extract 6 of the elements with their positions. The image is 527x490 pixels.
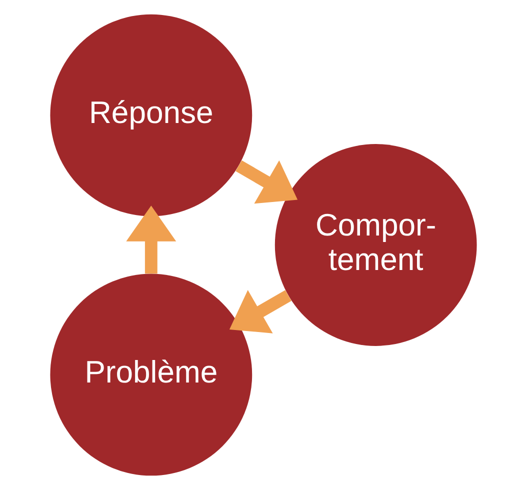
node-circle: Compor- tement: [274, 144, 477, 346]
node-circle: Problème: [50, 274, 252, 476]
arrow: [229, 290, 292, 334]
arrow: [236, 160, 298, 204]
node-circle: Réponse: [50, 14, 252, 216]
arrow: [126, 206, 176, 274]
